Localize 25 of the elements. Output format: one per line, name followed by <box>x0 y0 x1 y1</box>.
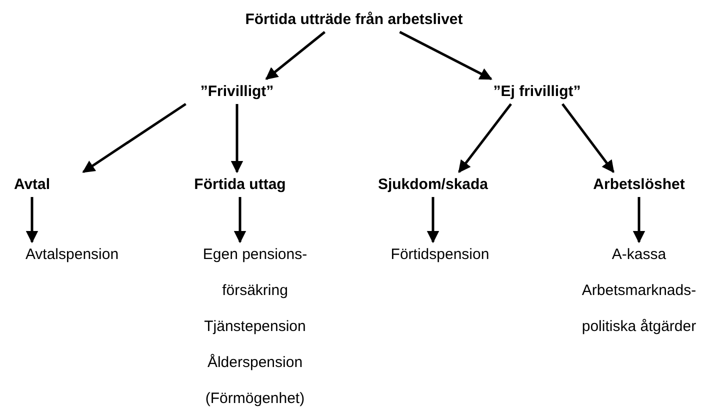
item-text: (Förmögenhet) <box>205 390 305 407</box>
arrow <box>265 31 326 80</box>
arrow <box>458 103 512 173</box>
arrow <box>234 197 246 244</box>
item-text: A-kassa <box>612 246 666 263</box>
item-text: Avtalspension <box>25 246 119 263</box>
category-label: Förtida uttag <box>194 176 286 193</box>
arrow <box>562 103 614 173</box>
category-label: ”Ej frivilligt” <box>493 83 581 100</box>
item-text: Arbetsmarknads- politiska åtgärder <box>582 282 696 335</box>
category-label: Förtida utträde från arbetslivet <box>245 11 463 28</box>
category-label: Arbetslöshet <box>593 176 685 193</box>
category-label: ”Frivilligt” <box>200 83 274 100</box>
category-label: Sjukdom/skada <box>378 176 488 193</box>
arrow <box>82 102 186 174</box>
arrow <box>632 197 646 244</box>
item-text: Egen pensions- försäkring <box>202 246 308 299</box>
arrow <box>426 197 440 244</box>
item-text: Tjänstepension <box>204 318 306 335</box>
category-label: Avtal <box>14 176 50 193</box>
arrow <box>26 197 38 244</box>
arrow <box>230 104 244 174</box>
item-text: Förtidspension <box>390 246 490 263</box>
item-text: Ålderspension <box>207 354 303 371</box>
arrow <box>399 30 492 80</box>
